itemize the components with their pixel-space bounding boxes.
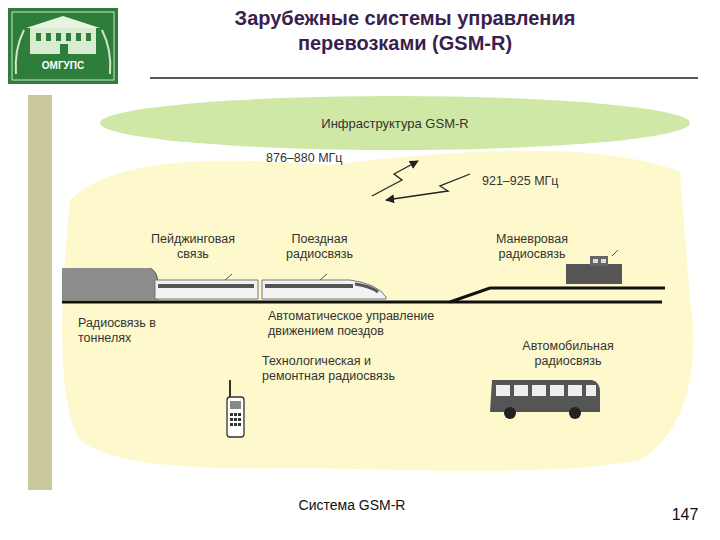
band-label: Инфраструктура GSM-R bbox=[321, 116, 468, 131]
frequency-label: 876–880 МГц bbox=[266, 151, 376, 166]
shunting-locomotive bbox=[566, 250, 622, 284]
downlink-arrow bbox=[386, 174, 470, 200]
bus bbox=[490, 380, 600, 419]
infrastructure-band: Инфраструктура GSM-R bbox=[100, 96, 690, 150]
tunnel bbox=[62, 268, 158, 300]
slide-title: Зарубежные системы управления перевозкам… bbox=[185, 6, 625, 56]
handheld-radio bbox=[227, 380, 244, 437]
logo-text: ОМГУПС bbox=[22, 60, 104, 72]
caption: Система GSM-R bbox=[250, 497, 454, 514]
service-label: Радиосвязь в тоннелях bbox=[78, 316, 163, 346]
panel bbox=[52, 95, 695, 470]
service-label: Маневровая радиосвязь bbox=[482, 232, 582, 262]
service-label: Автомобильная радиосвязь bbox=[512, 339, 624, 369]
service-label: Автоматическое управление движением поез… bbox=[268, 309, 468, 339]
frequency-label: 921–925 МГц bbox=[482, 174, 592, 189]
title-rule bbox=[150, 77, 698, 79]
service-label: Пейджинговая связь bbox=[143, 232, 243, 262]
side-bar bbox=[28, 95, 52, 490]
page-number: 147 bbox=[660, 505, 710, 524]
logo bbox=[8, 8, 118, 84]
uplink-arrow bbox=[372, 161, 418, 196]
service-label: Поездная радиосвязь bbox=[272, 232, 367, 262]
service-label: Технологическая и ремонтная радиосвязь bbox=[262, 354, 414, 384]
train bbox=[155, 274, 386, 299]
coverage-area bbox=[62, 151, 693, 471]
